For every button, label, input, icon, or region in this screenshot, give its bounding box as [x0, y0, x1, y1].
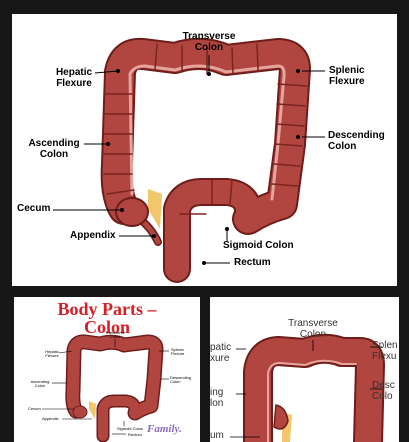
thumb-label-sigmoid: Sigmoid Colon: [117, 426, 144, 431]
thumbnail-colon-zoom[interactable]: Transverse Colon patic xure Splen Flexu …: [210, 297, 399, 442]
zoom-label-cecum: um: [210, 430, 224, 441]
label-hepatic-flexure: Hepatic Flexure: [55, 67, 93, 89]
label-transverse-colon: Transverse Colon: [182, 31, 236, 53]
zoom-label-ascending: ing lon: [210, 387, 224, 409]
thumb-watermark: Family.: [147, 423, 182, 435]
thumb-label-splenic: Splenic Flexure: [171, 347, 185, 357]
colon-illustration: [53, 37, 325, 283]
thumb-label-cecum: Cecum: [28, 406, 41, 411]
thumb-colon-illustration: [42, 334, 169, 442]
thumb-title: Body Parts – Colon: [57, 299, 157, 337]
main-colon-diagram: Transverse Colon Hepatic Flexure Splenic…: [12, 14, 397, 286]
zoom-label-transverse: Transverse Colon: [288, 318, 338, 340]
thumb-label-descending: Descending Colon: [170, 375, 192, 385]
label-rectum: Rectum: [234, 257, 271, 268]
label-descending-colon: Descending Colon: [328, 130, 385, 152]
label-ascending-colon: Ascending Colon: [28, 138, 80, 160]
thumb-label-rectum: Rectum: [128, 432, 142, 437]
thumb-label-appendix: Appendix: [42, 416, 59, 421]
thumb-label-ascending: Ascending Colon: [30, 379, 50, 389]
zoom-colon-illustration: [230, 333, 385, 442]
thumb-label-transverse: Transverse Colon: [105, 330, 125, 340]
label-appendix: Appendix: [70, 230, 116, 241]
zoom-label-splenic: Splen Flexu: [372, 340, 398, 362]
zoom-label-hepatic: patic xure: [210, 342, 232, 364]
thumbnail-body-parts-colon[interactable]: Body Parts – Colon Transverse Colon Hepa…: [14, 297, 200, 442]
label-sigmoid-colon: Sigmoid Colon: [223, 240, 294, 251]
label-cecum: Cecum: [17, 203, 51, 214]
label-splenic-flexure: Splenic Flexure: [329, 65, 365, 87]
zoom-label-descending: Desc Colo: [372, 380, 395, 402]
thumb-label-hepatic: Hepatic Flexure: [45, 349, 59, 359]
